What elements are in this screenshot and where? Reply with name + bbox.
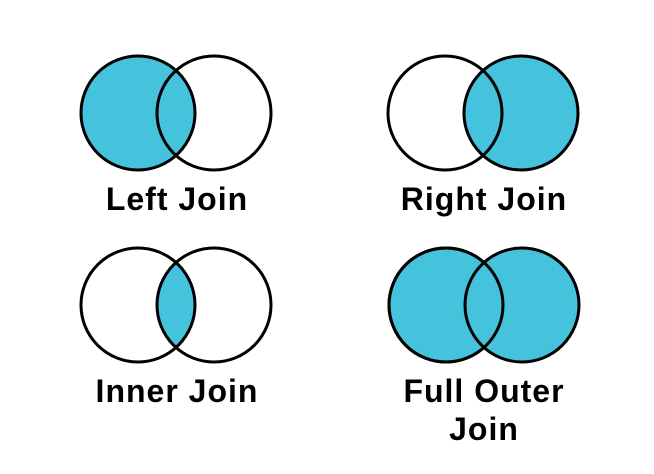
venn-right-join-svg [386, 54, 580, 172]
venn-inner-join-svg [79, 246, 273, 364]
full-outer-join-label: Full Outer Join [403, 373, 565, 447]
inner-join-label: Inner Join [95, 373, 259, 409]
venn-inner-join-icon [79, 245, 275, 365]
left-join-label: Left Join [105, 181, 249, 217]
right-circle-outline [155, 54, 273, 172]
intersection-lens [157, 248, 195, 362]
right-circle-filled [463, 246, 581, 364]
right-circle-outline [155, 246, 273, 364]
left-circle-filled [79, 54, 197, 172]
venn-left-join-svg [79, 54, 273, 172]
left-circle-outline [387, 246, 505, 364]
right-circle-filled [462, 54, 580, 172]
venn-right-join-icon [386, 53, 582, 173]
left-circle-outline [386, 54, 504, 172]
right-join-label: Right Join [400, 181, 568, 217]
venn-left-join-icon [79, 53, 275, 173]
venn-full-outer-join-svg [387, 246, 581, 364]
venn-full-outer-join-icon [387, 245, 583, 365]
left-circle-outline [79, 246, 197, 364]
